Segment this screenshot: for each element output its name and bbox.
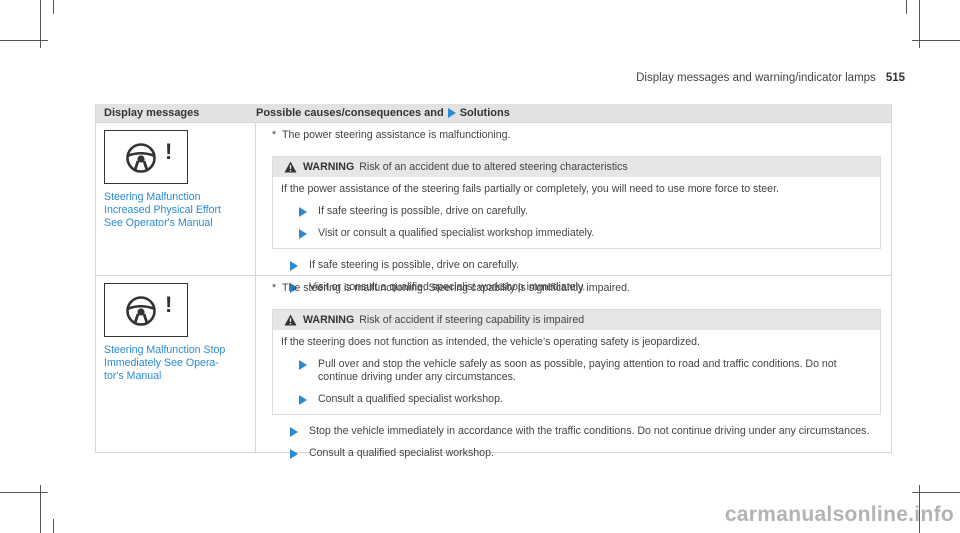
step-text: Visit or consult a qualified specialist …: [309, 281, 586, 293]
column-header-causes-label: Possible causes/consequences and: [256, 107, 444, 119]
warning-header: WARNING Risk of accident if steering cap…: [273, 310, 880, 330]
message-line: Increased Physical Effort: [104, 204, 221, 216]
step-text: If safe steering is possible, drive on c…: [318, 205, 529, 217]
warning-box: WARNING Risk of an accident due to alter…: [272, 156, 881, 249]
warning-header: WARNING Risk of an accident due to alter…: [273, 157, 880, 177]
step-arrow-icon: [290, 261, 298, 271]
table-header: Display messages Possible causes/consequ…: [96, 104, 891, 122]
solutions-list: If safe steering is possible, drive on c…: [272, 259, 881, 294]
cause-item: * The power steering assistance is malfu…: [266, 129, 881, 142]
warning-box: WARNING Risk of accident if steering cap…: [272, 309, 881, 415]
step-arrow-icon: [299, 229, 307, 239]
crop-mark: [912, 492, 960, 493]
crop-mark: [53, 0, 54, 14]
crop-mark: [919, 485, 920, 533]
step-text: Pull over and stop the vehicle safely as…: [318, 358, 837, 383]
message-line: See Operator's Manual: [104, 217, 213, 229]
warning-step: Visit or consult a qualified specialist …: [281, 227, 872, 240]
causes-cell: * The power steering assistance is malfu…: [256, 123, 891, 293]
warning-body: If the power assistance of the steering …: [273, 177, 880, 248]
step-arrow-icon: [299, 207, 307, 217]
message-cell: ! Steering Malfunction Stop Immediately …: [96, 276, 256, 452]
step-text: Consult a qualified specialist workshop.: [318, 393, 503, 405]
warning-label: WARNING: [303, 313, 355, 326]
warning-step: Pull over and stop the vehicle safely as…: [281, 358, 872, 384]
column-header-causes: Possible causes/consequences and Solutio…: [256, 107, 510, 119]
warning-body: If the steering does not function as int…: [273, 330, 880, 414]
step-text: Stop the vehicle immediately in accordan…: [309, 425, 870, 437]
cause-text: The steering is malfunctioning. Steering…: [282, 282, 630, 294]
warning-triangle-icon: [284, 161, 297, 173]
warning-step: If safe steering is possible, drive on c…: [281, 205, 872, 218]
solutions-list: Stop the vehicle immediately in accordan…: [272, 425, 881, 460]
message-line: Immediately See Opera-: [104, 357, 219, 369]
exclamation-symbol: !: [165, 139, 173, 164]
solution-step: Stop the vehicle immediately in accordan…: [272, 425, 881, 438]
crop-mark: [40, 485, 41, 533]
watermark: carmanualsonline.info: [724, 503, 954, 526]
step-arrow-icon: [290, 283, 298, 293]
warning-triangle-icon: [284, 314, 297, 326]
step-arrow-icon: [447, 108, 456, 118]
crop-mark: [53, 519, 54, 533]
display-messages-table: Display messages Possible causes/consequ…: [95, 104, 892, 459]
display-icon-box: !: [104, 130, 188, 184]
steering-wheel-icon: [126, 143, 156, 173]
step-text: If safe steering is possible, drive on c…: [309, 259, 520, 271]
warning-text: If the power assistance of the steering …: [281, 183, 779, 195]
crop-mark: [40, 0, 41, 48]
steering-wheel-icon: [126, 296, 156, 326]
message-line: Steering Malfunction: [104, 191, 201, 203]
cause-item: * The steering is malfunctioning. Steeri…: [266, 282, 881, 295]
step-arrow-icon: [290, 449, 298, 459]
display-icon-box: !: [104, 283, 188, 337]
step-text: Visit or consult a qualified specialist …: [318, 227, 595, 239]
solution-step: If safe steering is possible, drive on c…: [272, 259, 881, 272]
crop-mark: [912, 40, 960, 41]
message-cell: ! Steering Malfunction Increased Physica…: [96, 123, 256, 275]
step-text: Consult a qualified specialist workshop.: [309, 447, 494, 459]
causes-cell: * The steering is malfunctioning. Steeri…: [256, 276, 891, 459]
solution-step: Visit or consult a qualified specialist …: [272, 281, 881, 294]
warning-label: WARNING: [303, 160, 355, 173]
display-message-text: Steering Malfunction Increased Physical …: [104, 191, 255, 230]
column-header-messages: Display messages: [104, 107, 200, 119]
step-arrow-icon: [299, 360, 307, 370]
step-arrow-icon: [290, 427, 298, 437]
cause-marker: *: [272, 129, 277, 141]
cause-marker: *: [272, 282, 277, 294]
crop-mark: [0, 492, 48, 493]
crop-mark: [906, 0, 907, 14]
display-message-text: Steering Malfunction Stop Immediately Se…: [104, 344, 255, 383]
crop-mark: [0, 40, 48, 41]
warning-title: Risk of accident if steering capability …: [359, 313, 585, 326]
warning-text: If the steering does not function as int…: [281, 336, 700, 348]
solution-step: Consult a qualified specialist workshop.: [272, 447, 881, 460]
page-number: 515: [885, 72, 905, 84]
page-header-title: Display messages and warning/indicator l…: [636, 72, 876, 84]
exclamation-symbol: !: [165, 292, 173, 317]
table-row: ! Steering Malfunction Stop Immediately …: [96, 275, 891, 459]
message-line: tor's Manual: [104, 370, 162, 382]
table-row: ! Steering Malfunction Increased Physica…: [96, 122, 891, 293]
warning-step: Consult a qualified specialist workshop.: [281, 393, 872, 406]
message-line: Steering Malfunction Stop: [104, 344, 226, 356]
page-header: Display messages and warning/indicator l…: [636, 72, 905, 84]
crop-mark: [919, 0, 920, 48]
step-arrow-icon: [299, 395, 307, 405]
column-header-solutions-label: Solutions: [459, 107, 510, 119]
warning-title: Risk of an accident due to altered steer…: [359, 160, 628, 173]
cause-text: The power steering assistance is malfunc…: [282, 129, 511, 141]
